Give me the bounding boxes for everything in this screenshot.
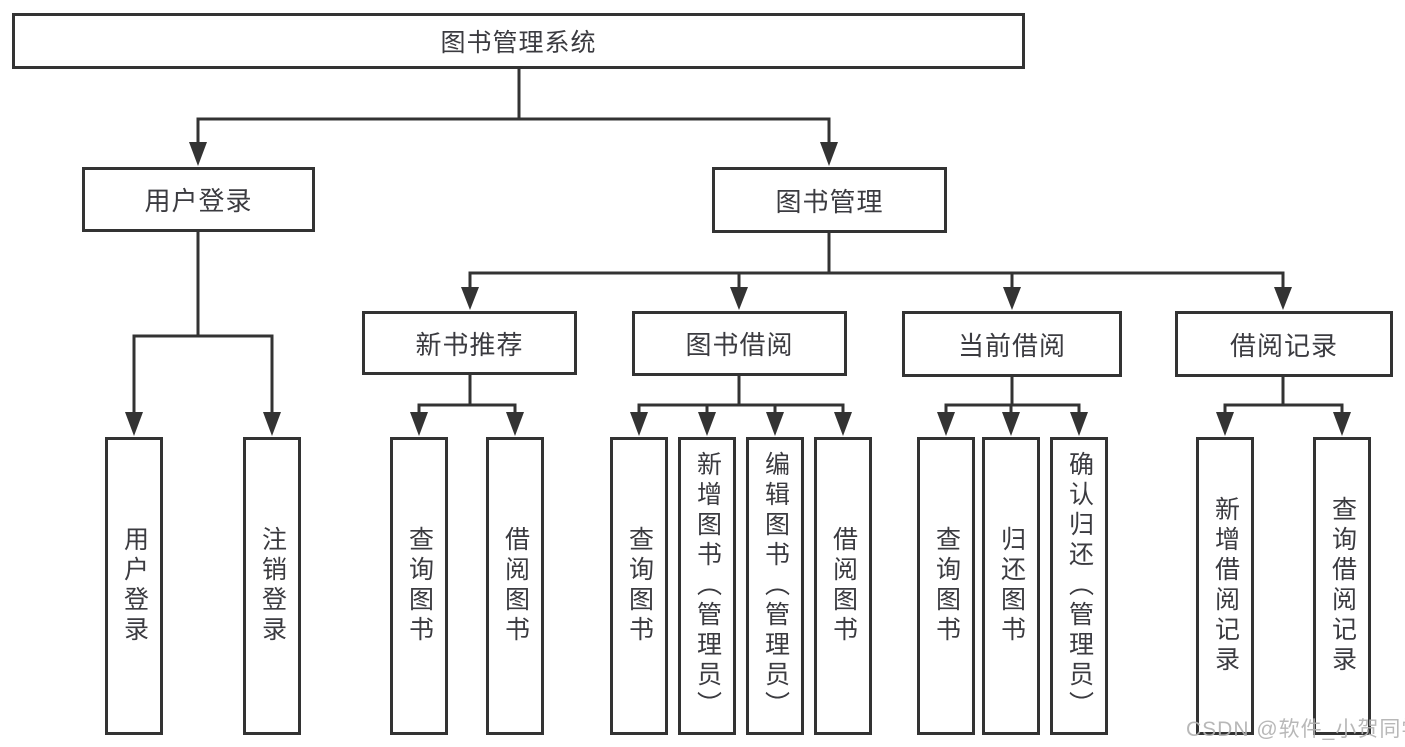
arrowhead bbox=[125, 412, 143, 436]
node-current-borrowing-label: 当前借阅 bbox=[957, 330, 1066, 361]
arrowhead bbox=[1002, 412, 1020, 436]
leaf-query-borrow-record-label: 查询借阅记录 bbox=[1328, 496, 1357, 676]
arrowhead bbox=[461, 287, 479, 310]
leaf-return-books: 归还图书 bbox=[982, 437, 1040, 735]
leaf-edit-books-admin: 编辑图书（管理员） bbox=[746, 437, 804, 735]
leaf-borrow-books-borrowing: 借阅图书 bbox=[814, 437, 872, 735]
leaf-confirm-return-admin: 确认归还（管理员） bbox=[1050, 437, 1108, 735]
node-user-login-label: 用户登录 bbox=[144, 186, 253, 216]
node-book-management: 图书管理 bbox=[712, 167, 947, 233]
csdn-watermark: CSDN @软件_小贺同学 bbox=[1186, 718, 1405, 741]
arrowhead bbox=[730, 287, 748, 310]
leaf-query-books-recommendation: 查询图书 bbox=[390, 437, 448, 735]
connector-borrowing-records-to-children bbox=[1216, 377, 1351, 436]
leaf-user-login-label: 用户登录 bbox=[120, 526, 149, 646]
arrowhead bbox=[1070, 412, 1088, 436]
leaf-logout-label: 注销登录 bbox=[258, 526, 287, 646]
leaf-add-books-admin: 新增图书（管理员） bbox=[678, 437, 736, 735]
connector-new-book-recommendation-to-children bbox=[410, 375, 524, 436]
arrowhead bbox=[630, 412, 648, 436]
leaf-return-books-label: 归还图书 bbox=[997, 526, 1026, 646]
leaf-query-books-borrowing-label: 查询图书 bbox=[625, 526, 654, 646]
arrowhead bbox=[1333, 412, 1351, 436]
leaf-edit-books-admin-label: 编辑图书（管理员） bbox=[761, 451, 790, 721]
arrowhead bbox=[937, 412, 955, 436]
leaf-query-books-current: 查询图书 bbox=[917, 437, 975, 735]
arrowhead bbox=[189, 142, 207, 166]
arrowhead bbox=[263, 412, 281, 436]
arrowhead bbox=[766, 412, 784, 436]
node-new-book-recommendation: 新书推荐 bbox=[362, 311, 577, 375]
node-user-login: 用户登录 bbox=[82, 167, 315, 232]
connector-user-login-to-children bbox=[125, 232, 281, 436]
leaf-add-books-admin-label: 新增图书（管理员） bbox=[693, 451, 722, 721]
connector-root-to-level2 bbox=[189, 68, 838, 166]
leaf-borrow-books-recommendation: 借阅图书 bbox=[486, 437, 544, 735]
node-library-management-system: 图书管理系统 bbox=[12, 13, 1025, 69]
node-book-borrowing: 图书借阅 bbox=[632, 311, 847, 376]
leaf-add-borrow-record-label: 新增借阅记录 bbox=[1211, 496, 1240, 676]
leaf-query-books-current-label: 查询图书 bbox=[932, 526, 961, 646]
connector-book-borrowing-to-children bbox=[630, 376, 852, 436]
arrowhead bbox=[1003, 287, 1021, 310]
leaf-query-borrow-record: 查询借阅记录 bbox=[1313, 437, 1371, 735]
arrowhead bbox=[820, 142, 838, 166]
leaf-query-books-recommendation-label: 查询图书 bbox=[405, 526, 434, 646]
connector-current-borrowing-to-children bbox=[937, 376, 1088, 436]
arrowhead bbox=[506, 412, 524, 436]
node-library-management-system-label: 图书管理系统 bbox=[440, 29, 597, 57]
arrowhead bbox=[1216, 412, 1234, 436]
arrowhead bbox=[410, 412, 428, 436]
leaf-borrow-books-recommendation-label: 借阅图书 bbox=[501, 526, 530, 646]
leaf-confirm-return-admin-label: 确认归还（管理员） bbox=[1065, 451, 1094, 721]
node-book-management-label: 图书管理 bbox=[775, 186, 884, 217]
leaf-query-books-borrowing: 查询图书 bbox=[610, 437, 668, 735]
leaf-logout: 注销登录 bbox=[243, 437, 301, 735]
leaf-user-login: 用户登录 bbox=[105, 437, 163, 735]
connector-book-management-to-level3 bbox=[461, 233, 1292, 310]
node-current-borrowing: 当前借阅 bbox=[902, 311, 1122, 377]
node-borrowing-records-label: 借阅记录 bbox=[1229, 330, 1338, 361]
arrowhead bbox=[1274, 287, 1292, 310]
leaf-add-borrow-record: 新增借阅记录 bbox=[1196, 437, 1254, 735]
arrowhead bbox=[698, 412, 716, 436]
arrowhead bbox=[834, 412, 852, 436]
leaf-borrow-books-borrowing-label: 借阅图书 bbox=[829, 526, 858, 646]
node-borrowing-records: 借阅记录 bbox=[1175, 311, 1393, 377]
node-book-borrowing-label: 图书借阅 bbox=[685, 330, 794, 360]
node-new-book-recommendation-label: 新书推荐 bbox=[415, 329, 524, 360]
